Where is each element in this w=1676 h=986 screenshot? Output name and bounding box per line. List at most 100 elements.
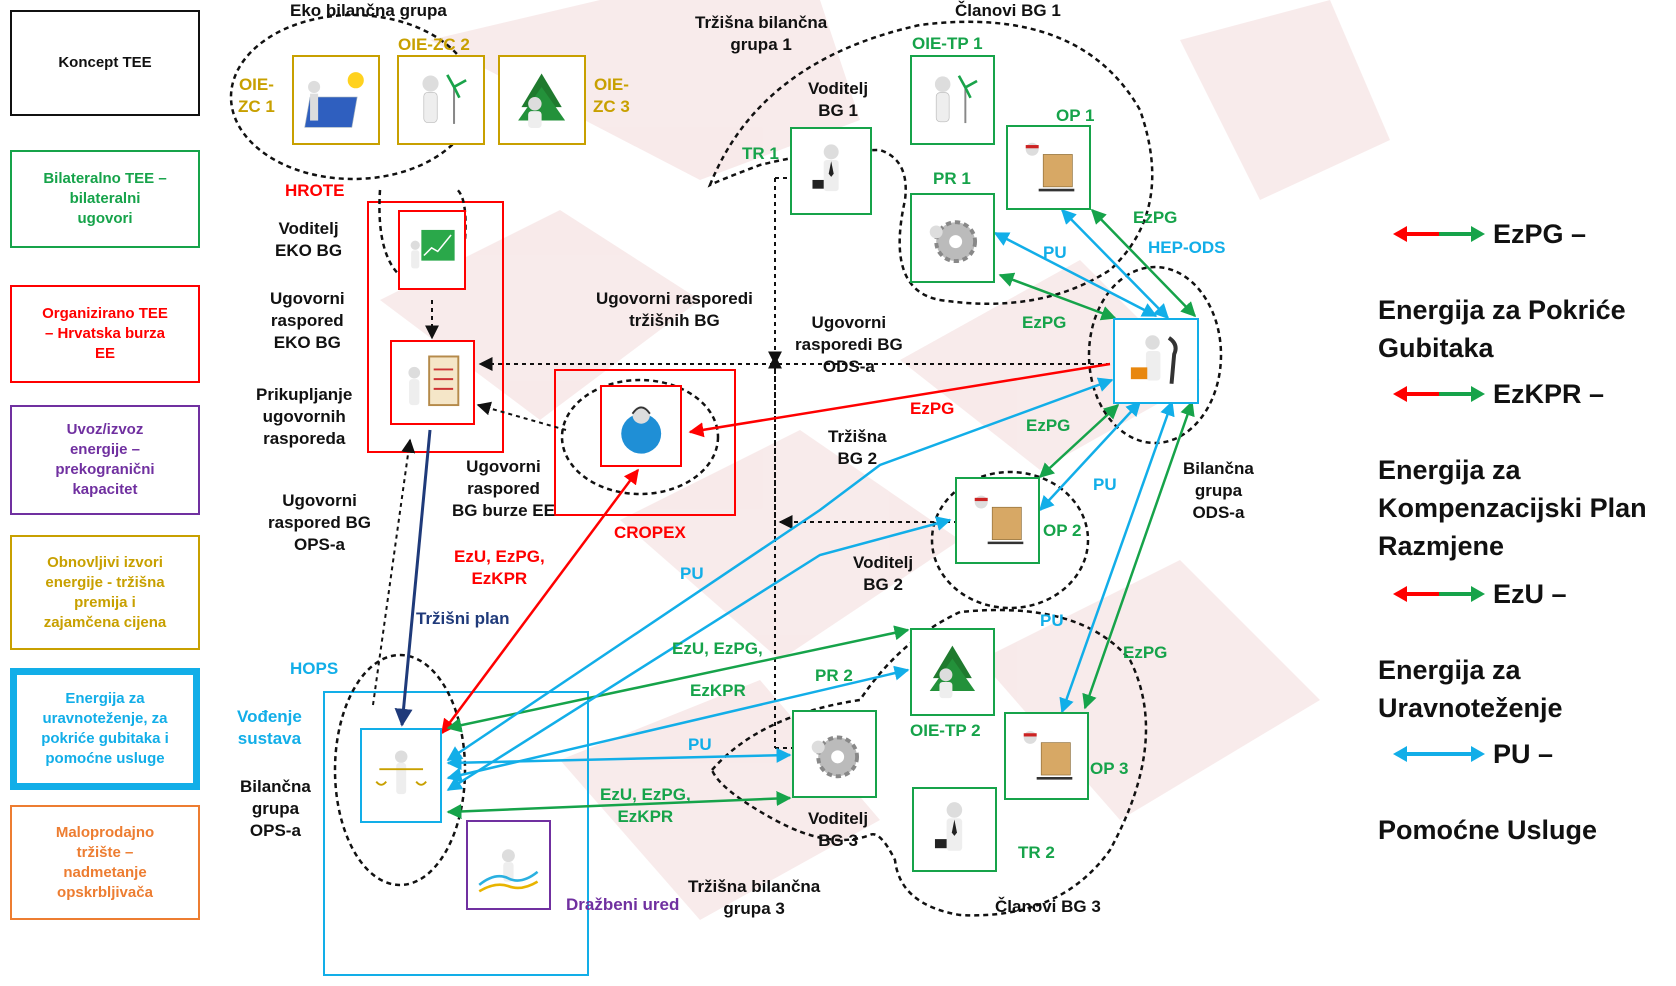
label-pu-d: PU [1040,611,1064,630]
label-ezu-ezpg-ezkpr-red: EzU, EzPG, EzKPR [454,547,545,588]
label-voditelj-eko: Voditelj EKO BG [275,219,343,260]
wind-person-box-tp1 [910,55,995,145]
tree-carrier-icon [929,646,976,699]
arrow-cyan-ods-ops [446,377,1114,762]
wind-turbine-person-icon [422,73,468,124]
label-ezkpr-g1: EzKPR [690,681,746,700]
justice-scale-icon [375,750,427,795]
legend-organizirano: Organizirano TEE – Hrvatska burza EE [10,285,200,383]
label-oie-tp2: OIE-TP 2 [910,721,981,740]
red-green-arrow-icon [1393,585,1486,602]
label-hrote: HROTE [285,181,345,200]
right-legend-ezu-title: EzU – [1493,578,1567,609]
legend-uravnotezenje: Energija za uravnoteženje, za pokriće gu… [10,668,200,790]
label-ezpg-b: EzPG [1022,313,1067,332]
label-voditelj-bg1: Voditelj BG 1 [808,79,869,120]
tree-box-tp2 [910,628,995,716]
label-pu-b: PU [1093,475,1117,494]
legend-bilateralno: Bilateralno TEE – bilateralni ugovori [10,150,200,248]
clipboard-presenter-icon [408,355,460,407]
businessman-icon [935,802,963,851]
right-legend-ezkpr: EzKPR – Energija za Kompenzacijski Plan … [1378,335,1647,603]
label-ezpg-c: EzPG [1026,416,1071,435]
wind-turbine-person-icon [934,74,978,123]
right-legend-ezpg: EzPG – Energija za Pokriće Gubitaka [1378,175,1626,405]
solar-panel-box [292,55,380,145]
boxes-box-op3 [1004,712,1089,800]
right-legend-pu-title: PU – [1493,738,1554,769]
arrow-cyan-op1-ods [1060,208,1170,320]
label-trz-bg2: Tržišna BG 2 [828,427,887,468]
label-tr1: TR 1 [742,144,779,163]
arrow-cropex-to-hrote [476,401,567,431]
right-legend-pu: PU – Pomoćne Usluge [1378,695,1597,887]
boxes-box-op2 [955,477,1040,564]
legend-koncept-tee: Koncept TEE [10,10,200,116]
arrow-cyan-ods-op3 [1059,400,1175,714]
delivery-boxes-icon [1023,731,1073,780]
solar-panel-icon [304,71,365,128]
label-bilancna-ops: Bilančna grupa OPS-a [240,777,311,840]
legend-uvoz-izvoz: Uvoz/izvoz energije – prekogranični kapa… [10,405,200,515]
right-legend-ezkpr-title: EzKPR – [1493,378,1605,409]
label-clanovi-bg1: Članovi BG 1 [955,1,1061,20]
label-oie-zc2: OIE-ZC 2 [398,35,470,54]
arrow-cyan-bg3-ops [446,747,792,771]
label-oie-zc3: OIE- ZC 3 [593,75,630,116]
label-ugovorni-trzisnih: Ugovorni rasporedi tržišnih BG [596,289,753,330]
cyan-arrow-icon [1393,745,1486,762]
tree-carrier-icon [518,73,566,128]
clipboard-box [390,340,475,425]
gear-person-icon [929,219,978,263]
tools-box-ods [1113,318,1199,404]
label-op3: OP 3 [1090,759,1129,778]
red-green-arrow-icon [1393,225,1486,242]
label-eko-group: Eko bilančna grupa [290,1,447,20]
label-trzisni-plan: Tržišni plan [416,609,510,628]
label-ezu-ezpg-g1: EzU, EzPG, [672,639,763,658]
label-ezpg-red: EzPG [910,399,955,418]
label-ugovorni-ops: Ugovorni raspored BG OPS-a [268,491,371,554]
label-ugovorni-burze: Ugovorni raspored BG burze EE [452,457,555,520]
arrow-green-ops-bg3 [446,791,792,819]
arrow-trzisni-plan [394,429,432,727]
right-legend-ezpg-title: EzPG – [1493,218,1587,249]
label-hep-ods: HEP-ODS [1148,238,1226,257]
chart-board-box [398,210,466,290]
businessman-box-tr2 [912,787,997,872]
label-vodjenje: Vođenje sustava [237,707,302,748]
gear-person-icon [811,735,860,779]
arrow-ops-to-hrote [372,438,416,706]
delivery-boxes-icon [1025,142,1075,192]
label-ezpg-d: EzPG [1123,643,1168,662]
label-cropex: CROPEX [614,523,686,542]
label-voditelj-bg2: Voditelj BG 2 [853,553,914,594]
label-prikupljanje: Prikupljanje ugovornih rasporeda [256,385,353,448]
right-legend-ezkpr-desc: Energija za Kompenzacijski Plan Razmjene [1378,454,1647,561]
label-tr2: TR 2 [1018,843,1055,862]
trzisna-bg3-outline [710,608,1148,917]
red-green-arrow-icon [1393,385,1486,402]
legend-maloprodajno: Maloprodajno tržište – nadmetanje opskrb… [10,805,200,920]
globe-box [600,385,682,467]
label-pu-e: PU [688,735,712,754]
boxes-box-op1 [1006,125,1091,210]
label-voditelj-bg3: Voditelj BG 3 [808,809,869,850]
auction-box [466,820,551,910]
scale-box [360,728,442,823]
label-trz-bg1: Tržišna bilančna grupa 1 [695,13,828,54]
label-ezu-ezpg-g2: EzU, EzPG, EzKPR [600,785,691,826]
wind-person-box-zc2 [397,55,485,145]
label-bilancna-ods: Bilančna grupa ODS-a [1183,459,1254,522]
businessman-icon [812,144,839,192]
label-op2: OP 2 [1043,521,1082,540]
label-ezpg-a: EzPG [1133,208,1178,227]
businessman-box-tr1 [790,127,872,215]
gear-box-pr1 [910,193,995,283]
label-oie-tp1: OIE-TP 1 [912,34,983,53]
legend-oie: Obnovljivi izvori energije - tržišna pre… [10,535,200,650]
tree-box-zc3 [498,55,586,145]
right-legend-pu-desc: Pomoćne Usluge [1378,814,1598,845]
label-op1: OP 1 [1056,106,1095,125]
wrench-toolbox-icon [1131,335,1178,385]
